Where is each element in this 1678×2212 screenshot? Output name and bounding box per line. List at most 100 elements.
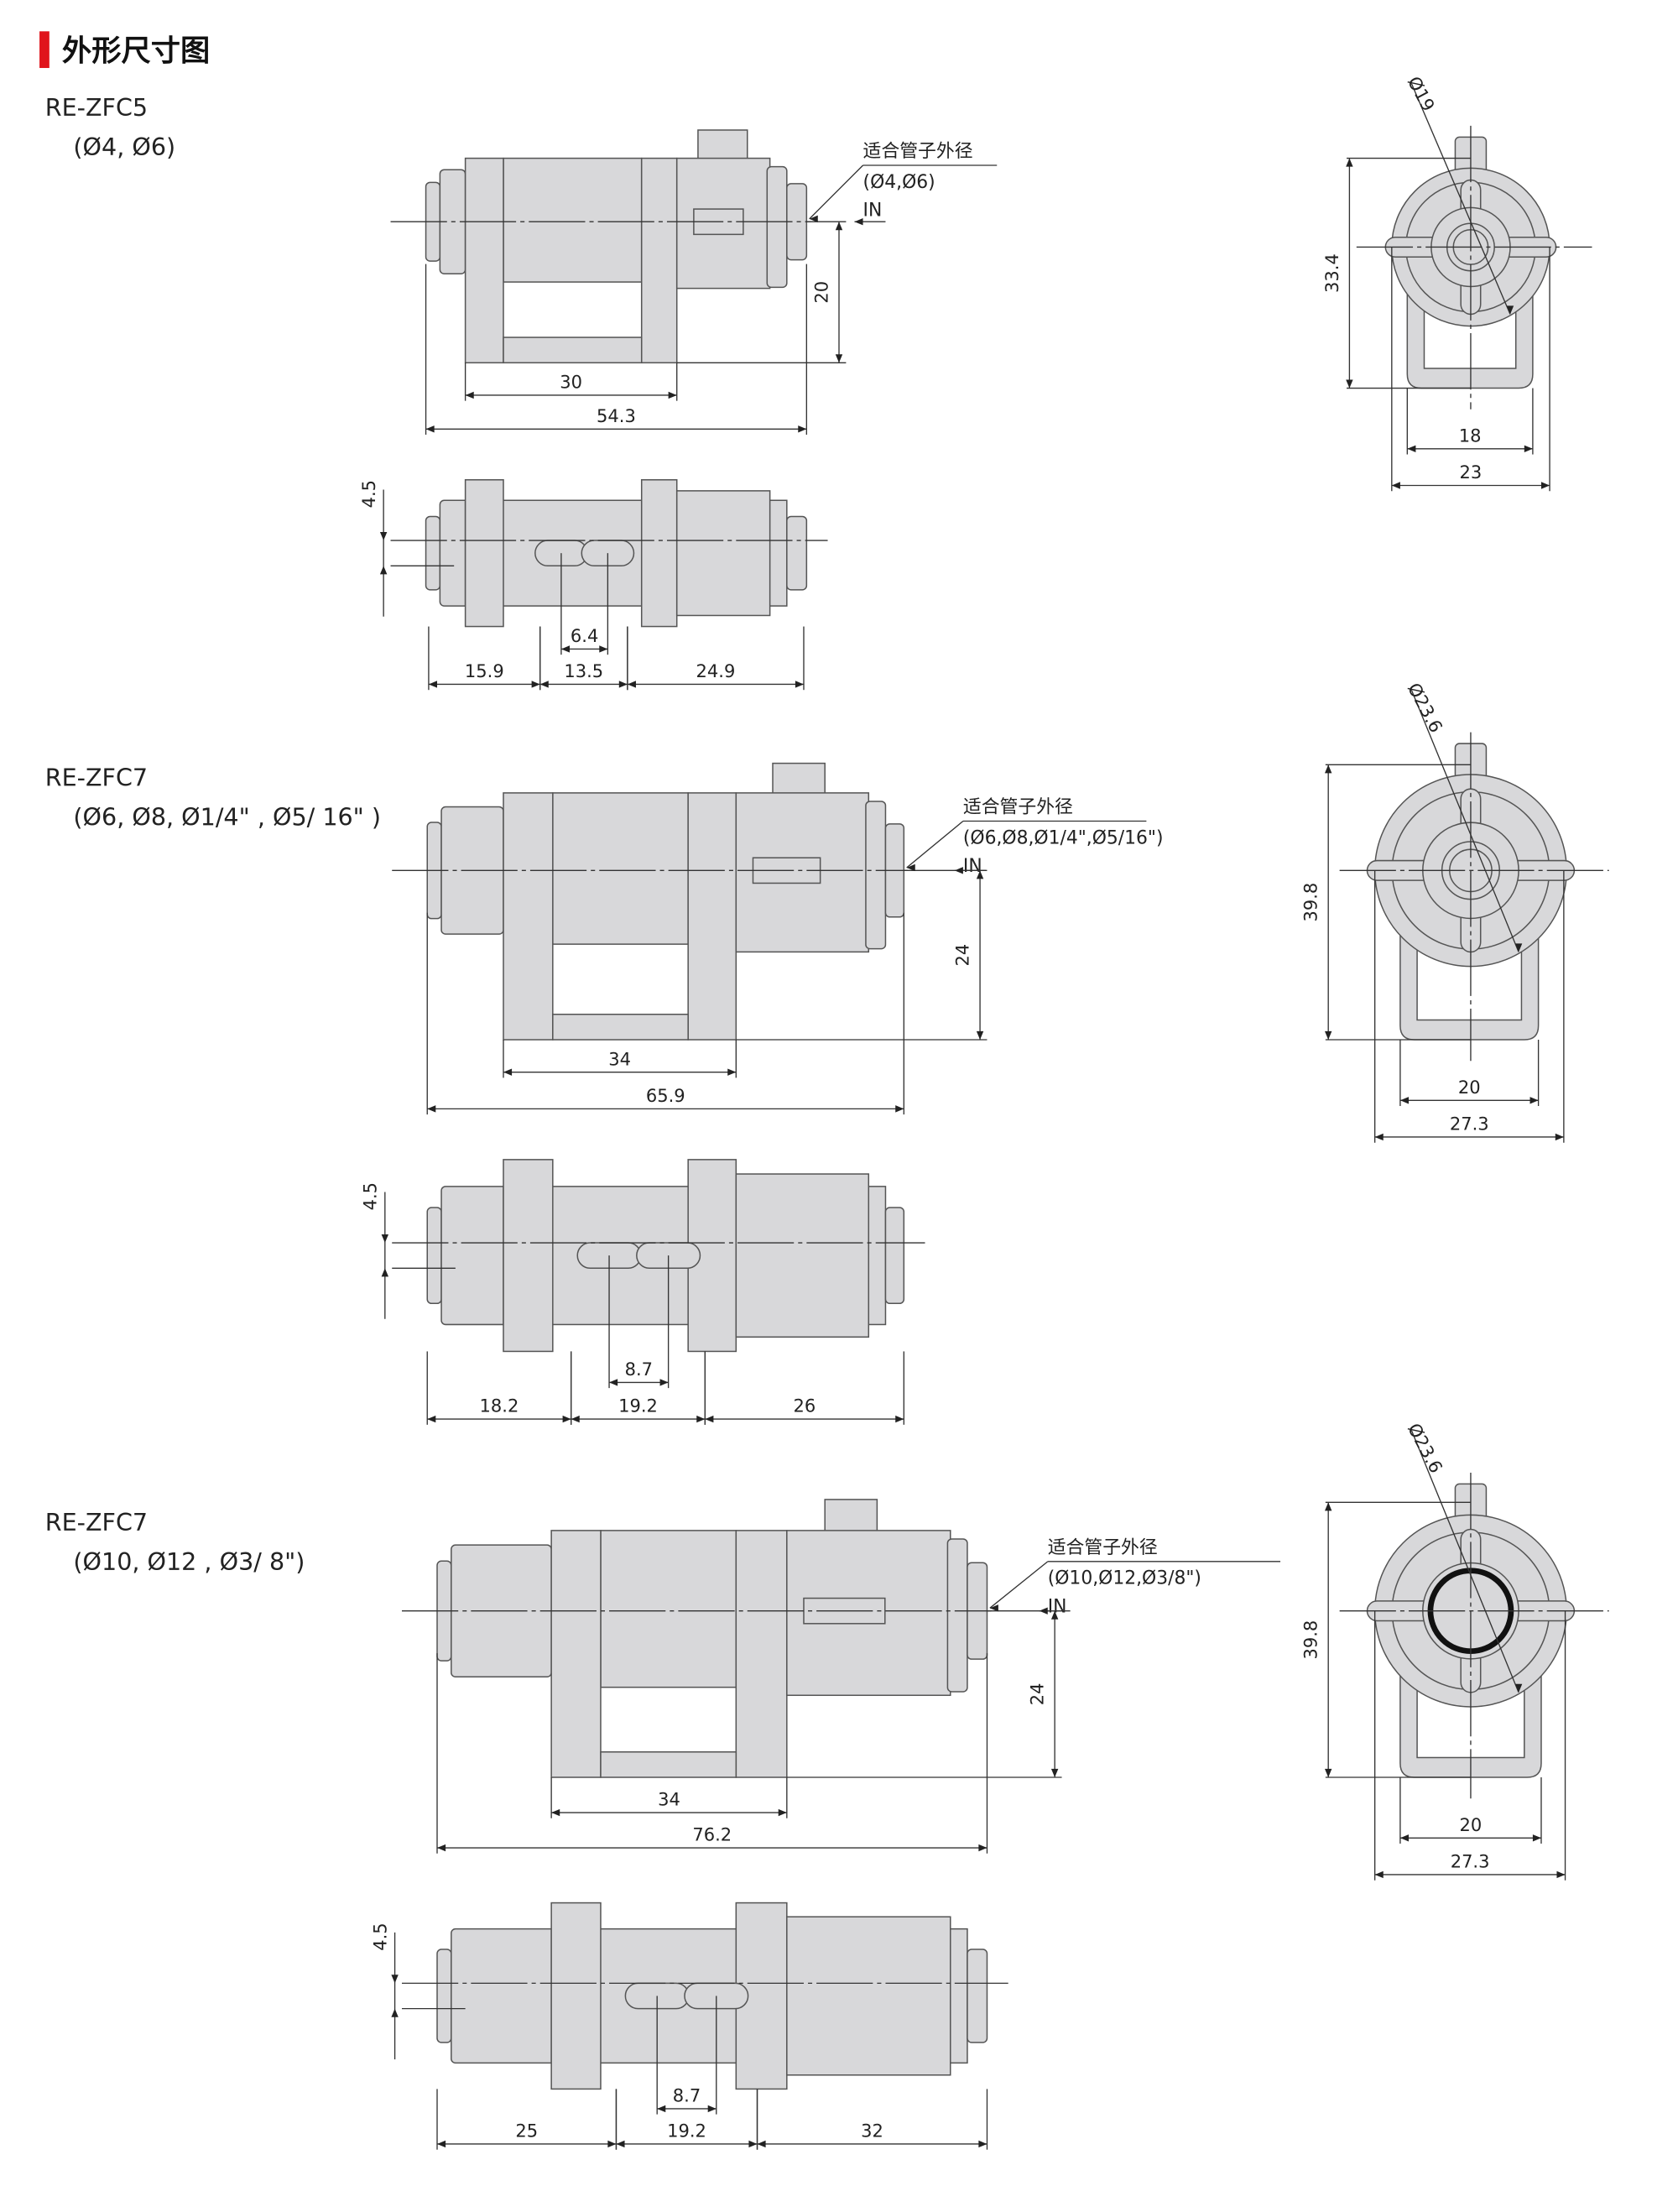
valve-body (600, 1530, 737, 1688)
inlet-fitting (426, 1207, 442, 1305)
end-height-dimension: 33.4 (1322, 158, 1353, 389)
arrowhead (427, 1415, 436, 1423)
arrowhead (795, 681, 804, 688)
arrowhead (379, 566, 388, 575)
arrowhead (707, 2105, 717, 2113)
bracket-length-dimension-value: 34 (658, 1790, 680, 1810)
diameter-value: Ø23.6 (1404, 1420, 1446, 1476)
arrowhead (571, 1415, 580, 1423)
end-width-dimension-value: 23 (1460, 462, 1483, 483)
arrowhead (437, 1844, 446, 1852)
arrowhead (428, 681, 438, 688)
model-tube-sizes: (Ø6, Ø8, Ø1/4" , Ø5/ 16" ) (73, 803, 381, 832)
arrowhead (391, 1975, 399, 1984)
inlet-label: IN (963, 856, 982, 877)
arrowhead (1346, 158, 1353, 167)
bracket-length-dimension: 34 (503, 1040, 737, 1078)
arrowhead (727, 1068, 737, 1076)
arrowhead (381, 1268, 389, 1277)
slot-pitch-dimension-value: 8.7 (673, 2086, 701, 2106)
slot-pitch-dimension-value: 8.7 (625, 1359, 653, 1380)
end-width-dimension: 23 (1391, 247, 1550, 492)
leader-line (989, 1561, 1049, 1609)
arrowhead (989, 1604, 998, 1612)
tube-od-label: 适合管子外径 (1048, 1537, 1158, 1558)
arrowhead (1324, 1502, 1332, 1511)
model-name: RE-ZFC5 (45, 93, 148, 122)
arrowhead (835, 354, 843, 363)
right-dimension: 24.9 (627, 626, 805, 691)
diameter-leader (1410, 1430, 1519, 1693)
height-dimension: 20 (812, 222, 843, 363)
bracket-length-dimension-value: 34 (608, 1049, 631, 1069)
arrowhead (976, 870, 984, 879)
arrowhead (1039, 1607, 1048, 1615)
bracket-length-dimension-value: 30 (560, 373, 582, 393)
arrowhead (616, 2140, 625, 2148)
arrowhead (809, 215, 818, 223)
diameter-value: Ø23.6 (1404, 680, 1446, 736)
arrowhead (1399, 1097, 1409, 1104)
middle-dimension-value: 19.2 (618, 1396, 658, 1416)
arrowhead (1324, 764, 1332, 774)
arrowhead (696, 1415, 706, 1423)
model-tube-sizes: (Ø4, Ø6) (73, 133, 175, 161)
bracket-leg (735, 1530, 788, 1778)
cap-ring (865, 801, 887, 950)
arrowhead (906, 863, 915, 872)
model-block-3: RE-ZFC7(Ø10, Ø12 , Ø3/ 8")243476.2适合管子外径… (45, 1420, 1609, 2150)
arrowhead (609, 1379, 618, 1386)
middle-dimension-value: 19.2 (667, 2121, 706, 2142)
bracket-width-dimension-value: 18 (1459, 425, 1482, 446)
left-dimension: 18.2 (426, 1351, 572, 1425)
arrowhead (1050, 1610, 1059, 1620)
total-length-dimension: 54.3 (425, 263, 808, 435)
arrowhead (978, 2140, 988, 2148)
arrowhead (551, 1808, 560, 1817)
inlet-label: IN (1048, 1596, 1067, 1617)
inlet-fitting (425, 515, 441, 591)
outlet-fitting (786, 515, 808, 591)
inlet-fitting (436, 1949, 452, 2043)
arrowhead (391, 2008, 399, 2017)
arrowhead (798, 425, 807, 433)
arrowhead (1374, 1870, 1384, 1879)
filter-cap (786, 1916, 951, 2076)
total-length-dimension: 76.2 (436, 1653, 988, 1854)
height-dimension-value: 24 (1028, 1682, 1048, 1705)
arrowhead (618, 681, 628, 688)
bracket-leg (640, 157, 678, 364)
arrowhead (1324, 1768, 1332, 1777)
section-accent-bar (39, 31, 50, 69)
right-dimension-value: 26 (793, 1396, 816, 1416)
slot-pitch-dimension: 6.4 (560, 553, 609, 655)
arrowhead (427, 1105, 436, 1113)
arrowhead (854, 218, 863, 226)
end-height-dimension: 39.8 (1301, 764, 1332, 1041)
bracket-width-dimension-value: 20 (1460, 1815, 1483, 1835)
arrowhead (599, 645, 608, 653)
arrowhead (657, 2105, 666, 2113)
left-dimension: 15.9 (428, 626, 541, 691)
cap-ring (766, 165, 788, 289)
left-dimension-value: 25 (515, 2121, 538, 2142)
height-dimension: 24 (953, 870, 984, 1041)
bracket-width-dimension: 18 (1406, 388, 1534, 455)
arrowhead (778, 1808, 787, 1817)
tube-od-values: (Ø4,Ø6) (863, 172, 935, 193)
model-block-1: RE-ZFC5(Ø4, Ø6)203054.3适合管子外径(Ø4,Ø6)IN4.… (45, 73, 1592, 691)
right-dimension: 26 (704, 1351, 904, 1425)
arrowhead (381, 1234, 389, 1244)
slot-pitch-dimension-value: 6.4 (571, 626, 598, 646)
arrowhead (976, 1030, 984, 1041)
end-height-dimension: 39.8 (1301, 1502, 1332, 1777)
slot-offset-value: 4.5 (371, 1922, 391, 1950)
arrowhead (379, 531, 388, 541)
height-dimension-value: 24 (953, 944, 973, 967)
total-length-dimension-value: 54.3 (597, 406, 636, 426)
height-dimension: 24 (1028, 1610, 1059, 1777)
tube-od-values: (Ø10,Ø12,Ø3/8") (1048, 1568, 1201, 1589)
